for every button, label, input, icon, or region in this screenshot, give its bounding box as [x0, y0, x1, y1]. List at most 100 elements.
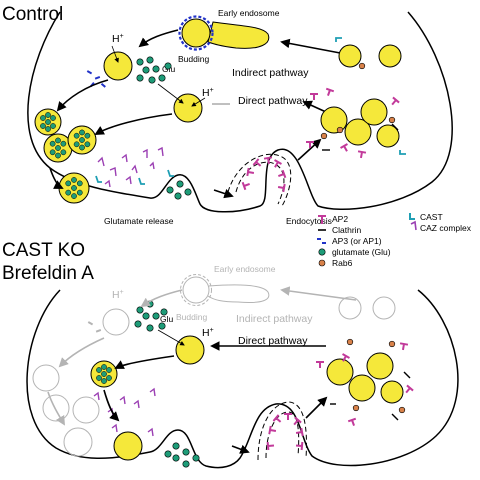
ap2-mark	[405, 384, 414, 394]
glutamate-dot	[40, 115, 46, 121]
ap2-mark	[293, 416, 302, 426]
cast-ko-inactive-filled-vesicles	[32, 364, 100, 457]
ap2-mark	[342, 353, 350, 362]
control-filled-vesicles	[34, 108, 97, 204]
cast-ko-released-glutamate	[164, 442, 200, 468]
ap2-mark	[268, 425, 277, 435]
glutamate-dot	[73, 132, 80, 139]
legend-caz-icon	[410, 220, 417, 231]
glutamate-dot	[55, 137, 61, 144]
cast-ko-grey-ap3	[87, 321, 102, 333]
control-direct-vesicle	[173, 93, 203, 123]
control-free-clathrin	[322, 123, 399, 151]
control-vesicle-glutamate	[40, 112, 91, 199]
ap2-mark	[391, 96, 400, 106]
cast-ko-h-plus-label-1: H+	[112, 289, 124, 301]
cast-ko-endocytic-pit	[257, 401, 307, 461]
ap2-mark	[266, 441, 275, 451]
cast-ko-free-ap2	[316, 342, 414, 426]
cast-ko-direct-pathway-label: Direct pathway	[238, 335, 308, 347]
glutamate-dot	[96, 367, 102, 373]
control-direct-pathway-label: Direct pathway	[238, 95, 308, 107]
glutamate-dot	[79, 129, 85, 136]
cast-ko-arrows	[103, 341, 328, 454]
legend-ap2-icon	[318, 215, 326, 224]
glutamate-dot	[76, 189, 83, 196]
glutamate-dot	[101, 364, 107, 370]
cast-ko-title-line1: CAST KO	[2, 240, 85, 261]
ap2-mark	[246, 167, 255, 177]
ap2-mark	[295, 427, 304, 437]
control-rab6	[320, 62, 396, 140]
cast-ko-direct-vesicle	[175, 335, 205, 365]
cast-ko-membrane	[26, 289, 459, 469]
control-free-glutamate	[136, 56, 172, 84]
cast-ko-title-line2: Brefeldin A	[2, 263, 94, 284]
legend-rab6: Rab6	[332, 258, 353, 268]
legend-clathrin: Clathrin	[332, 225, 362, 235]
ap2-mark	[241, 181, 250, 191]
glutamate-dot	[45, 126, 51, 132]
cast-ko-docked-vesicle	[113, 431, 143, 461]
legend-rab6-icon	[318, 259, 326, 267]
glutamate-dot	[40, 123, 46, 129]
ap2-mark	[347, 417, 357, 426]
legend-cast-icon	[409, 213, 415, 220]
cast-ko-free-clathrin	[330, 371, 411, 421]
ap2-mark	[277, 183, 286, 193]
cast-ko-right-vesicles	[326, 352, 404, 404]
glutamate-dot	[49, 149, 56, 156]
cast-ko-caz-complex	[93, 387, 156, 437]
legend-cast: CAST	[420, 212, 443, 222]
glutamate-dot	[71, 185, 77, 191]
glutamate-dot	[73, 141, 80, 148]
control-acidifying-vesicle	[103, 51, 133, 81]
cast-ko-inactive-right-vesicles	[338, 296, 396, 320]
control-h-plus-label-1: H+	[112, 33, 124, 45]
glutamate-dot	[65, 180, 72, 187]
cast-ko-ap2-on-pit	[266, 413, 304, 451]
control-indirect-pathway-label: Indirect pathway	[232, 67, 309, 79]
cast-ko-h-plus-label-2: H+	[202, 327, 214, 339]
cast-ko-glu-label: Glu	[160, 314, 174, 324]
cast-ko-rab6	[346, 338, 406, 414]
control-panel: Control Early endosome Budding H+ H+ Glu	[2, 4, 453, 226]
control-endocytosis-label: Endocytosis	[286, 216, 332, 226]
cast-ko-early-endosome-label: Early endosome	[214, 264, 276, 274]
ap2-mark	[399, 342, 409, 351]
control-cast	[95, 169, 174, 185]
glutamate-dot	[71, 177, 77, 183]
glutamate-dot	[55, 145, 61, 151]
legend: AP2 Clathrin AP3 (or AP1) glutamate (Glu…	[317, 212, 472, 268]
control-cast-right	[335, 37, 406, 155]
ap2-mark	[263, 156, 273, 165]
cast-ko-panel: CAST KO Brefeldin A Early endosome Buddi…	[2, 240, 459, 469]
glutamate-dot	[84, 132, 91, 139]
glutamate-dot	[79, 137, 85, 143]
glutamate-dot	[96, 375, 102, 381]
ap2-mark	[325, 87, 335, 96]
control-title: Control	[2, 4, 63, 25]
control-budding-label: Budding	[178, 54, 209, 64]
ap2-mark	[272, 414, 282, 423]
control-released-glutamate	[166, 180, 192, 200]
glutamate-dot	[79, 144, 85, 151]
legend-ap2: AP2	[332, 214, 348, 224]
control-caz-complex	[97, 146, 164, 188]
glutamate-dot	[76, 180, 83, 187]
control-ap2-on-pit	[241, 156, 287, 193]
glutamate-dot	[60, 140, 67, 147]
glutamate-dot	[45, 112, 51, 118]
control-right-vesicles	[320, 44, 402, 148]
cast-ko-budding-label: Budding	[176, 312, 207, 322]
cast-ko-indirect-pathway-label: Indirect pathway	[236, 313, 313, 325]
control-endocytic-pit	[227, 153, 292, 207]
ap2-mark	[274, 159, 282, 168]
cast-ko-early-endosome	[180, 274, 270, 306]
glutamate-dot	[106, 375, 112, 381]
legend-ap3: AP3 (or AP1)	[332, 236, 382, 246]
control-free-ap2	[306, 87, 400, 159]
legend-ap3-icon	[317, 238, 326, 244]
cast-ko-inactive-arrows	[47, 286, 357, 426]
ap2-mark	[357, 150, 367, 159]
